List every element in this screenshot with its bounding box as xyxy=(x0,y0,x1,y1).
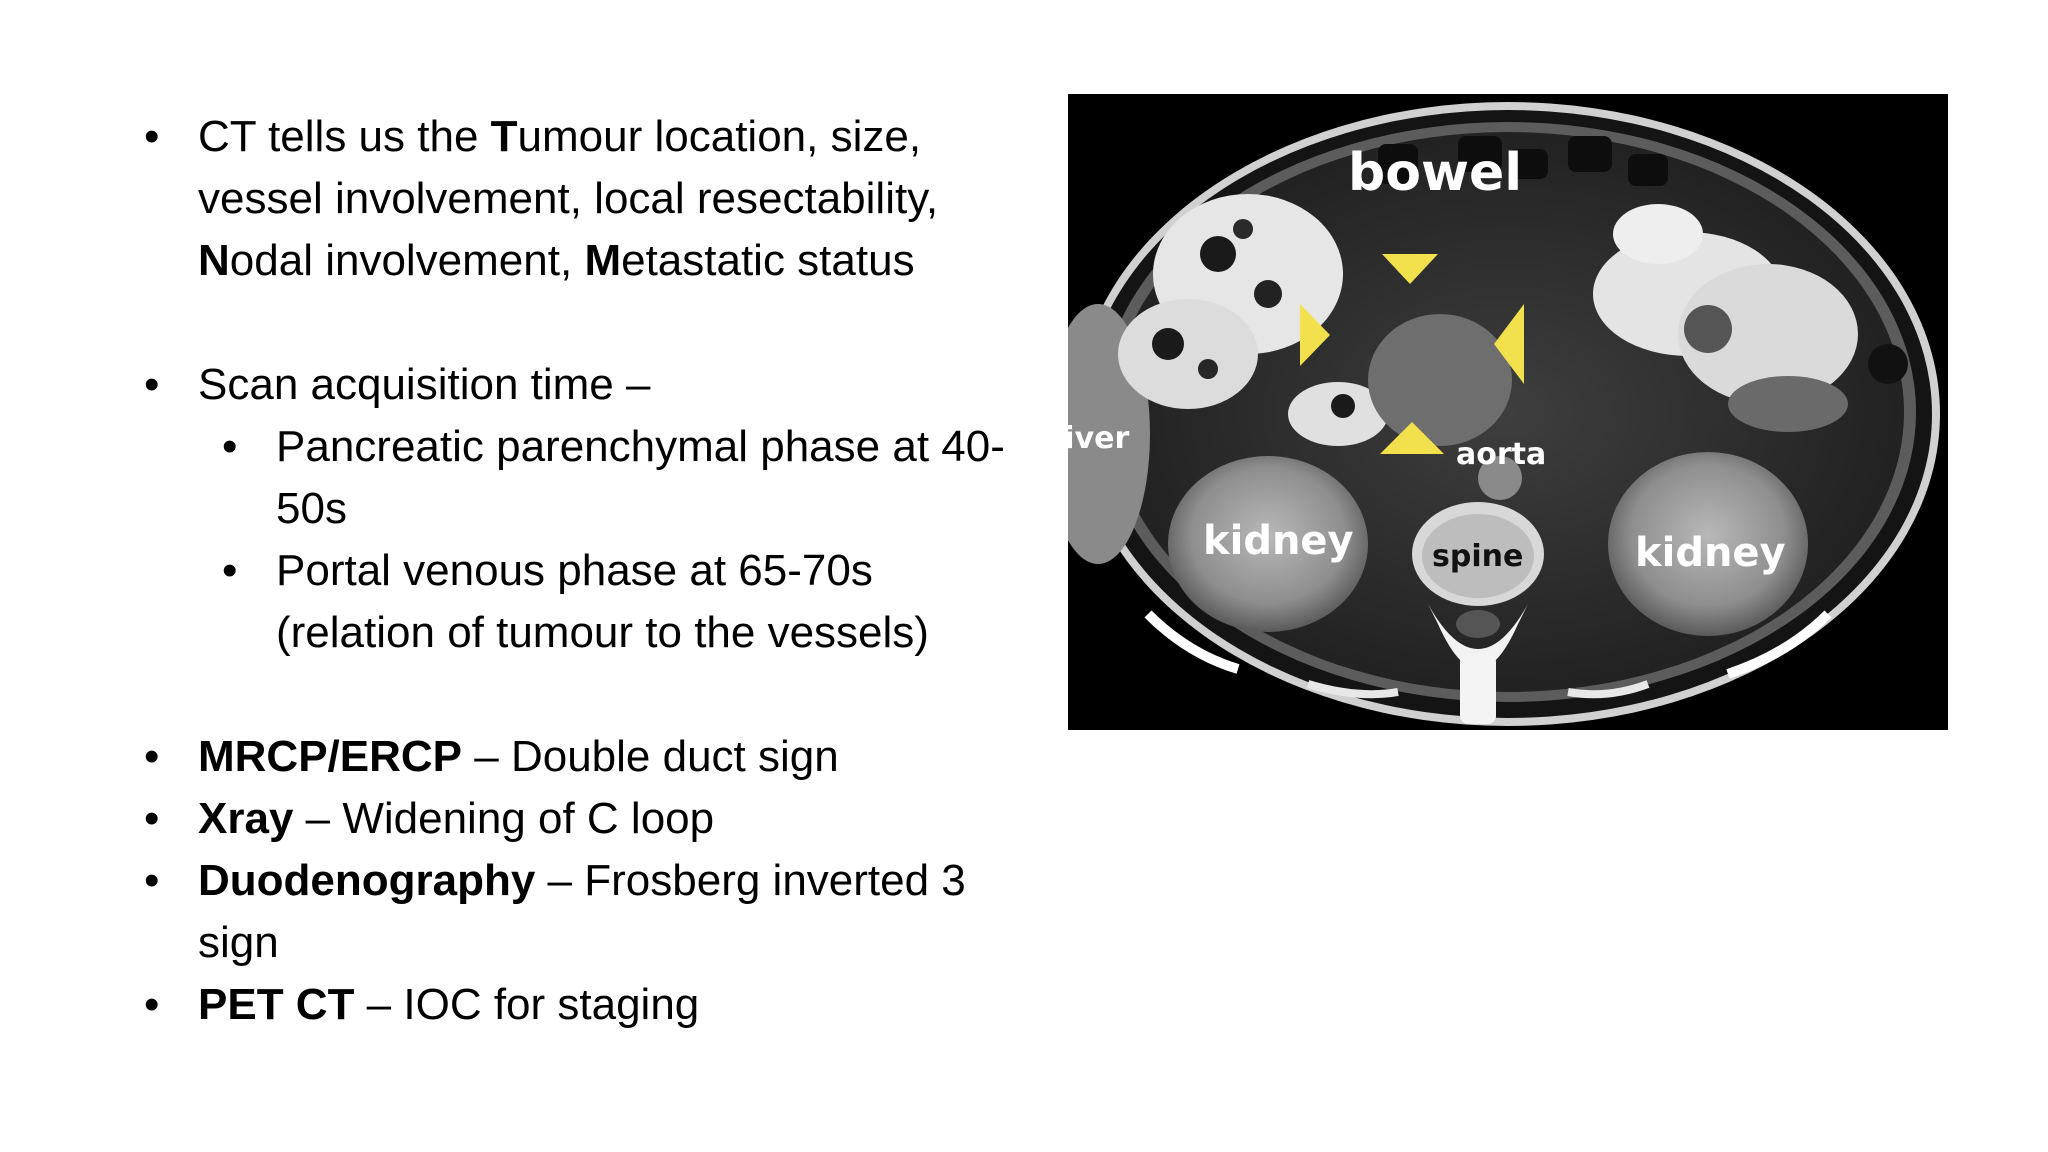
right-kidney xyxy=(1608,452,1808,636)
spacer xyxy=(140,664,1020,726)
modality-name: MRCP/ERCP xyxy=(198,732,463,781)
bowel-loops xyxy=(1118,136,1908,446)
arrowhead-bottom-marker xyxy=(1380,422,1444,454)
bullet-list: • CT tells us the Tumour location, size,… xyxy=(140,106,1020,1036)
modality-name: Duodenography xyxy=(198,856,536,905)
ct-intro-text-1: CT tells us the xyxy=(198,112,491,161)
sub-bullet-parenchymal: • Pancreatic parenchymal phase at 40-50s xyxy=(218,416,1020,540)
bullet-marker: • xyxy=(144,794,160,843)
sub-bullet-portal-venous: • Portal venous phase at 65-70s (relatio… xyxy=(218,540,1020,664)
arrowhead-top-marker xyxy=(1382,254,1438,284)
arrowhead-markers xyxy=(1300,254,1524,454)
arrowhead-right-marker xyxy=(1494,304,1524,384)
bullet-marker: • xyxy=(144,856,160,905)
ct-intro-bold-m: M xyxy=(584,236,622,285)
bullet-marker: • xyxy=(144,360,160,409)
modality-name: Xray xyxy=(198,794,294,843)
aorta-vessel xyxy=(1478,456,1522,500)
label-aorta: aorta xyxy=(1456,437,1546,472)
posterior-ribs xyxy=(1144,610,1832,699)
ct-intro-text-3: odal involvement, xyxy=(229,236,585,285)
spine-vertebra xyxy=(1412,502,1544,724)
label-bowel: bowel xyxy=(1348,143,1522,203)
spacer xyxy=(140,292,1020,354)
scan-time-text: Scan acquisition time – xyxy=(198,360,651,409)
ct-intro-text-4: etastatic status xyxy=(621,236,915,285)
bullet-pet-ct: • PET CT – IOC for staging xyxy=(140,974,1020,1036)
label-spine: spine xyxy=(1432,539,1523,574)
bullet-duodenography: • Duodenography – Frosberg inverted 3 si… xyxy=(140,850,1020,974)
bullet-marker: • xyxy=(144,732,160,781)
ct-intro-text-2: umour location, size, vessel involvement… xyxy=(198,112,939,223)
modality-desc: – Frosberg inverted 3 sign xyxy=(198,856,966,967)
bullet-xray: • Xray – Widening of C loop xyxy=(140,788,1020,850)
ct-intro-bold-t: T xyxy=(490,112,518,161)
bullet-scan-time: • Scan acquisition time – xyxy=(140,354,1020,416)
pancreatic-mass xyxy=(1368,314,1512,446)
bullet-marker: • xyxy=(222,422,238,471)
label-kidney-left: kidney xyxy=(1203,518,1354,564)
ct-intro-bold-n: N xyxy=(198,236,230,285)
bullet-marker: • xyxy=(144,112,160,161)
modality-desc: – IOC for staging xyxy=(354,980,700,1029)
left-kidney xyxy=(1168,456,1368,632)
bullet-ct-intro: • CT tells us the Tumour location, size,… xyxy=(140,106,1020,292)
modality-name: PET CT xyxy=(198,980,355,1029)
label-kidney-right: kidney xyxy=(1635,530,1786,576)
arrowhead-left-marker xyxy=(1300,304,1330,366)
bullet-mrcp: • MRCP/ERCP – Double duct sign xyxy=(140,726,1020,788)
bullet-marker: • xyxy=(144,980,160,1029)
bullet-marker: • xyxy=(222,546,238,595)
sub-bullet-text: Pancreatic parenchymal phase at 40-50s xyxy=(276,422,1005,533)
modality-desc: – Widening of C loop xyxy=(293,794,715,843)
sub-bullet-text: Portal venous phase at 65-70s (relation … xyxy=(276,546,929,657)
modality-desc: – Double duct sign xyxy=(462,732,839,781)
